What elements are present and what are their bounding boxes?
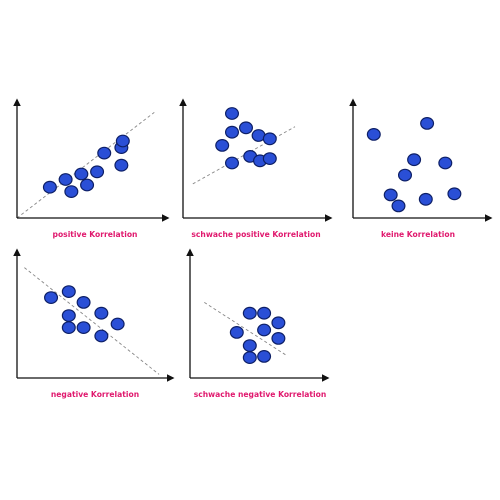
weak-positive-point-9 (262, 152, 277, 166)
caption-weak-negative: schwache negative Korrelation (194, 390, 327, 399)
none-point-1 (366, 127, 381, 141)
weak-negative-point-6 (242, 339, 257, 353)
negative-point-2 (61, 285, 76, 299)
weak-negative-point-1 (242, 306, 257, 320)
none-point-2 (420, 116, 435, 130)
panel-weak-negative: schwache negative Korrelation (186, 248, 330, 399)
weak-positive-point-1 (225, 107, 240, 120)
none-point-6 (383, 188, 398, 202)
negative-point-3 (76, 296, 91, 309)
positive-point-6 (90, 165, 105, 179)
panel-positive-marks (13, 98, 170, 222)
panel-weak-negative-marks (186, 248, 330, 382)
positive-point-1 (42, 180, 57, 194)
negative-point-8 (110, 317, 125, 331)
none-point-5 (398, 168, 413, 182)
positive-point-2 (58, 173, 73, 186)
positive-point-5 (80, 178, 95, 192)
positive-point-4 (74, 167, 89, 181)
negative-point-5 (94, 306, 109, 320)
panel-positive: positive Korrelation (13, 98, 170, 239)
panel-negative: negative Korrelation (13, 248, 175, 399)
none-point-3 (407, 153, 422, 167)
none-point-8 (418, 192, 433, 206)
weak-negative-point-4 (257, 323, 272, 337)
none-point-9 (447, 187, 462, 201)
caption-none: keine Korrelation (381, 230, 455, 239)
weak-negative-point-8 (242, 351, 257, 365)
none-point-4 (438, 156, 453, 170)
positive-point-8 (114, 158, 129, 172)
panel-weak-positive-marks (179, 98, 333, 222)
negative-point-4 (61, 309, 76, 323)
weak-negative-point-3 (229, 326, 244, 339)
panel-negative-marks (13, 248, 175, 382)
weak-negative-point-5 (271, 316, 286, 330)
negative-trend-line (24, 267, 160, 375)
positive-point-3 (64, 185, 79, 199)
weak-positive-point-2 (215, 138, 230, 152)
negative-point-1 (44, 291, 59, 305)
panel-none-marks (349, 98, 493, 222)
weak-negative-point-7 (271, 332, 286, 345)
negative-point-7 (76, 321, 91, 335)
caption-positive: positive Korrelation (53, 230, 138, 239)
weak-positive-point-10 (262, 132, 277, 146)
negative-point-6 (61, 321, 76, 335)
negative-point-9 (94, 329, 109, 343)
positive-trend-line (16, 112, 155, 219)
weak-positive-point-4 (225, 156, 240, 170)
panel-weak-positive: schwache positive Korrelation (179, 98, 333, 239)
weak-positive-point-5 (239, 121, 254, 135)
caption-negative: negative Korrelation (51, 390, 139, 399)
none-point-7 (391, 199, 406, 213)
weak-positive-point-3 (225, 125, 240, 139)
panel-none: keine Korrelation (349, 98, 493, 239)
caption-weak-positive: schwache positive Korrelation (191, 230, 320, 239)
weak-negative-point-9 (257, 350, 272, 363)
positive-point-7 (97, 146, 112, 160)
weak-negative-point-2 (257, 306, 272, 320)
positive-point-10 (115, 134, 130, 148)
